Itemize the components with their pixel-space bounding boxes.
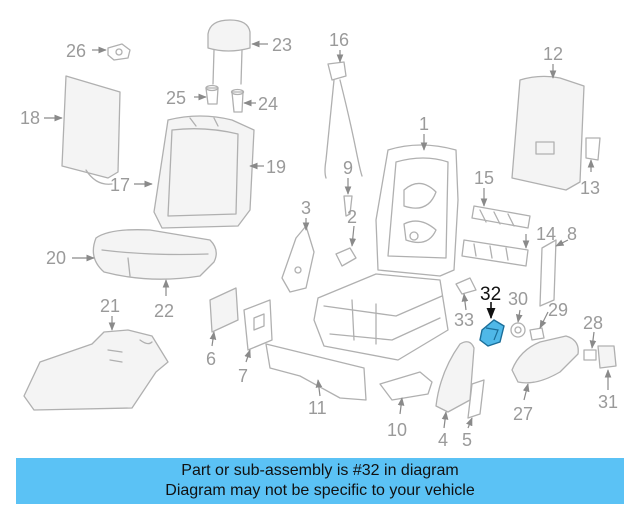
callout-10: 10 — [387, 420, 407, 440]
callout-2: 2 — [347, 207, 357, 227]
part-25-guide — [205, 84, 219, 105]
callout-25: 25 — [166, 88, 186, 108]
callout-12: 12 — [543, 44, 563, 64]
part-30-knob — [510, 322, 526, 338]
part-6-panel — [209, 287, 239, 333]
callout-33: 33 — [454, 310, 474, 330]
callout-31: 31 — [598, 392, 618, 412]
callout-14: 14 — [536, 224, 556, 244]
part-26-clip — [107, 43, 131, 61]
info-banner: Part or sub-assembly is #32 in diagram D… — [16, 458, 624, 504]
callout-7: 7 — [238, 366, 248, 386]
callout-16: 16 — [329, 30, 349, 50]
callout-29: 29 — [548, 300, 568, 320]
callout-6: 6 — [206, 349, 216, 369]
callout-17: 17 — [110, 175, 130, 195]
part-10-trim — [379, 371, 433, 401]
callout-24: 24 — [258, 94, 278, 114]
callout-30: 30 — [508, 289, 528, 309]
part-7-panel — [243, 299, 273, 351]
banner-line-2: Diagram may not be specific to your vehi… — [165, 482, 475, 499]
part-3-side-bracket — [281, 225, 315, 293]
part-31-cap — [597, 345, 617, 369]
part-14-track — [461, 239, 529, 267]
callout-23: 23 — [272, 35, 292, 55]
callout-4: 4 — [438, 430, 448, 450]
part-9-link — [343, 195, 353, 217]
part-27-armrest — [511, 335, 579, 384]
callout-20: 20 — [46, 248, 66, 268]
part-15-rail — [471, 205, 531, 229]
callout-15: 15 — [474, 168, 494, 188]
callout-labels: 26 23 25 24 16 12 18 17 19 1 13 9 15 3 2… — [20, 30, 618, 450]
callout-21: 21 — [100, 296, 120, 316]
callout-32: 32 — [480, 284, 501, 305]
part-11-cover — [265, 343, 367, 401]
callout-5: 5 — [462, 430, 472, 450]
callout-22: 22 — [154, 301, 174, 321]
part-1-seat-frame — [313, 144, 459, 361]
part-32-highlighted — [479, 319, 505, 347]
part-19-back-cover — [153, 115, 255, 229]
part-2-link — [335, 247, 357, 267]
part-12-rear-panel — [511, 75, 585, 191]
callout-1: 1 — [419, 114, 429, 134]
seat-parts-diagram: 26 23 25 24 16 12 18 17 19 1 13 9 15 3 2… — [20, 19, 618, 450]
part-21-mat — [23, 329, 169, 411]
callout-8: 8 — [567, 224, 577, 244]
callout-13: 13 — [580, 178, 600, 198]
callout-28: 28 — [583, 313, 603, 333]
callout-27: 27 — [513, 404, 533, 424]
callout-9: 9 — [343, 158, 353, 178]
part-18-back-panel — [61, 75, 121, 185]
part-23-headrest — [207, 19, 251, 85]
callout-19: 19 — [266, 157, 286, 177]
part-24-guide — [230, 88, 245, 113]
part-28-pin — [583, 349, 597, 361]
part-20-cushion — [92, 229, 217, 280]
part-13-clip — [585, 137, 601, 161]
part-29-cap — [529, 327, 545, 341]
callout-11: 11 — [308, 398, 327, 418]
leader-lines — [44, 40, 612, 429]
callout-18: 18 — [20, 108, 40, 128]
part-8-bracket — [539, 239, 557, 307]
part-5-trim — [467, 379, 485, 419]
part-4-side-trim — [435, 341, 475, 413]
part-33-clip — [455, 277, 477, 295]
banner-line-1: Part or sub-assembly is #32 in diagram — [181, 462, 459, 479]
callout-26: 26 — [66, 41, 86, 61]
callout-3: 3 — [301, 198, 311, 218]
